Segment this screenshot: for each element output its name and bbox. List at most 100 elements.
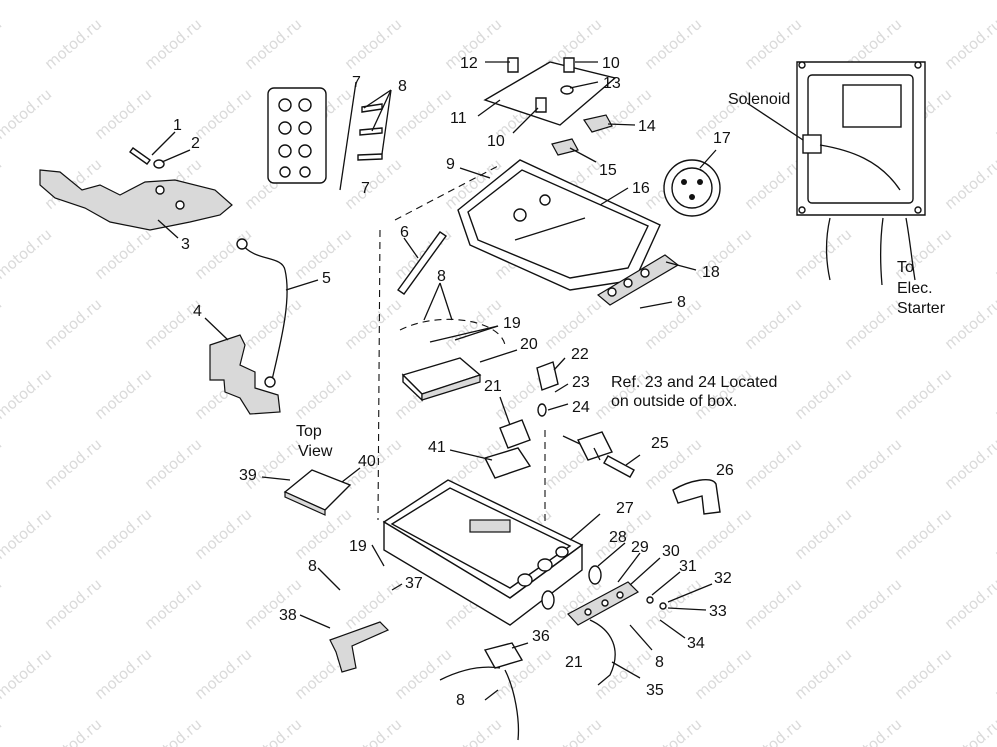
watermark-text: motod.ru: [591, 0, 655, 3]
watermark-text: motod.ru: [341, 155, 405, 213]
watermark-text: motod.ru: [841, 435, 905, 493]
watermark-text: motod.ru: [0, 435, 5, 493]
callout-22: 22: [571, 346, 589, 363]
watermark-text: motod.ru: [691, 505, 755, 563]
watermark-text: motod.ru: [641, 715, 705, 747]
watermark-text: motod.ru: [391, 0, 455, 3]
watermark-text: motod.ru: [941, 15, 997, 73]
watermark-text: motod.ru: [241, 295, 305, 353]
view-label: View: [298, 443, 333, 460]
callout-40: 40: [358, 453, 376, 470]
watermark-text: motod.ru: [741, 295, 805, 353]
watermark-text: motod.ru: [91, 0, 155, 3]
callout-19-lower: 19: [349, 538, 367, 555]
watermark-text: motod.ru: [0, 225, 55, 283]
watermark-text: motod.ru: [791, 645, 855, 703]
watermark-text: motod.ru: [891, 365, 955, 423]
watermark-text: motod.ru: [41, 435, 105, 493]
callout-35: 35: [646, 682, 664, 699]
part-38-bracket: [329, 621, 390, 673]
part-6-rod: [397, 231, 447, 295]
elec-label: Elec.: [897, 280, 933, 297]
callout-10-top: 10: [602, 55, 620, 72]
watermark-text: motod.ru: [941, 295, 997, 353]
text-labels: Solenoid To Elec. Starter Top View Ref. …: [296, 91, 946, 460]
watermark-text: motod.ru: [141, 435, 205, 493]
watermark-text: motod.ru: [341, 15, 405, 73]
part-25-connector: [562, 431, 635, 478]
part-22-24-relay: [536, 361, 559, 417]
watermark-text: motod.ru: [0, 85, 55, 143]
callout-38: 38: [279, 607, 297, 624]
watermark-text: motod.ru: [191, 645, 255, 703]
watermark-text: motod.ru: [741, 575, 805, 633]
watermark-text: motod.ru: [841, 715, 905, 747]
watermark-text: motod.ru: [991, 505, 997, 563]
watermark-text: motod.ru: [241, 15, 305, 73]
callout-13: 13: [603, 75, 621, 92]
watermark-text: motod.ru: [691, 225, 755, 283]
watermark-text: motod.ru: [691, 0, 755, 3]
callout-11: 11: [450, 110, 467, 127]
watermark-text: motod.ru: [941, 155, 997, 213]
callout-23: 23: [572, 374, 590, 391]
callout-1: 1: [173, 117, 182, 134]
callout-17: 17: [713, 130, 731, 147]
watermark-text: motod.ru: [641, 575, 705, 633]
watermark-text: motod.ru: [0, 575, 5, 633]
cover-gasket-top-left: [267, 81, 383, 191]
callout-18: 18: [702, 264, 720, 281]
callout-5: 5: [322, 270, 331, 287]
watermark-text: motod.ru: [891, 505, 955, 563]
callout-8-strip: 8: [677, 294, 686, 311]
watermark-text: motod.ru: [391, 645, 455, 703]
watermark-text: motod.ru: [191, 85, 255, 143]
bolt-hole-icon: [175, 200, 185, 210]
watermark-text: motod.ru: [191, 0, 255, 3]
solenoid-label: Solenoid: [728, 91, 790, 108]
watermark-text: motod.ru: [341, 715, 405, 747]
watermark-text: motod.ru: [0, 715, 5, 747]
callout-36: 36: [532, 628, 550, 645]
watermark-text: motod.ru: [291, 0, 355, 3]
callout-6: 6: [400, 224, 409, 241]
callout-24: 24: [572, 399, 590, 416]
callout-21-lower: 21: [565, 654, 583, 671]
part-5-ground-cable: [236, 238, 288, 388]
callout-9: 9: [446, 156, 455, 173]
assembly-line-top: [394, 164, 501, 221]
part-4-mount-bracket: [209, 334, 281, 415]
top-cover-plate: [483, 57, 617, 156]
watermark-text: motod.ru: [141, 575, 205, 633]
callout-3: 3: [181, 236, 190, 253]
watermark-text: motod.ru: [741, 155, 805, 213]
watermark-text: motod.ru: [41, 295, 105, 353]
watermark-text: motod.ru: [791, 225, 855, 283]
callout-8-bracket: 8: [308, 558, 317, 575]
callout-41: 41: [428, 439, 446, 456]
assembly-line-left: [377, 229, 381, 521]
part-35-wire: [589, 619, 616, 686]
watermark-text: motod.ru: [91, 365, 155, 423]
callout-2: 2: [191, 135, 200, 152]
watermark-text: motod.ru: [641, 15, 705, 73]
callout-14: 14: [638, 118, 656, 135]
watermark-text: motod.ru: [841, 575, 905, 633]
part-36-mount: [439, 642, 524, 741]
callout-39: 39: [239, 467, 257, 484]
part-1-2-bolt-washer: [129, 147, 165, 169]
part-21-41-fuse-holder: [484, 419, 532, 479]
callout-30: 30: [662, 543, 680, 560]
watermark-text: motod.ru: [441, 295, 505, 353]
callout-32: 32: [714, 570, 732, 587]
watermark-text: motod.ru: [91, 505, 155, 563]
watermark-text: motod.ru: [91, 645, 155, 703]
starter-label: Starter: [897, 300, 946, 317]
callout-29: 29: [631, 539, 649, 556]
watermark-text: motod.ru: [791, 0, 855, 3]
callout-28: 28: [609, 529, 627, 546]
watermark-text: motod.ru: [141, 15, 205, 73]
part-17-round-connector: [663, 159, 721, 217]
